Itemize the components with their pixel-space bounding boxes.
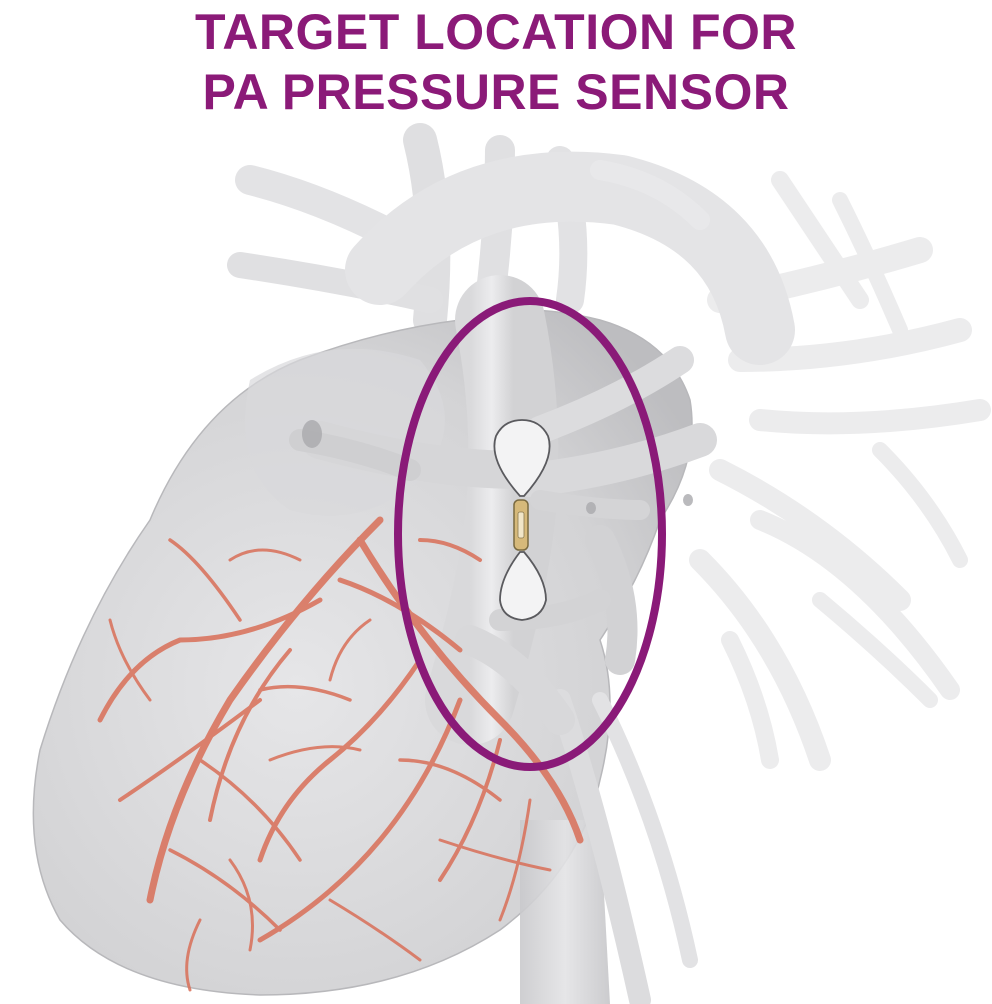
title-line-1: TARGET LOCATION FOR (0, 0, 992, 62)
title-line-2: PA PRESSURE SENSOR (0, 62, 992, 122)
diagram-title: TARGET LOCATION FOR PA PRESSURE SENSOR (0, 0, 992, 140)
